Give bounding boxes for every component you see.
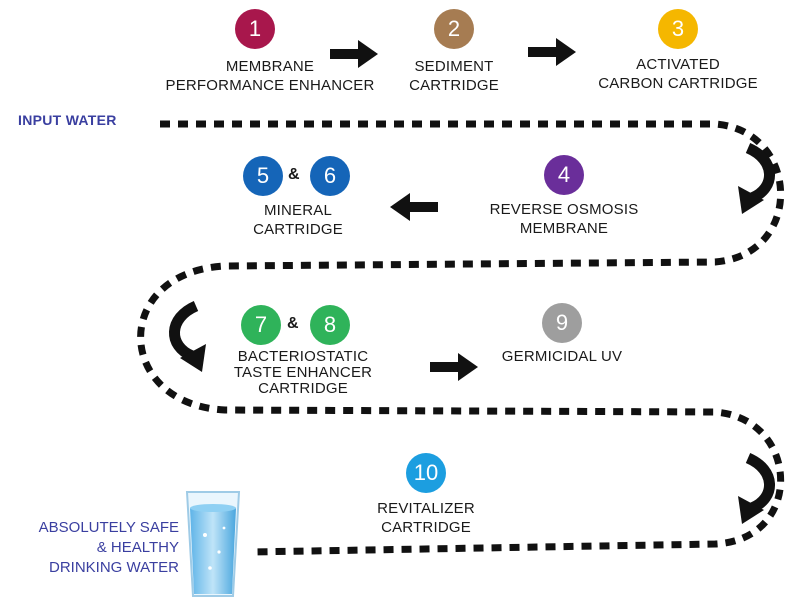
step-3-badge: 3: [658, 9, 698, 49]
water-glass-icon: [185, 491, 241, 597]
step-9-badge: 9: [542, 303, 582, 343]
ampersand-5-6: &: [288, 166, 300, 183]
step-6-badge: 6: [310, 156, 350, 196]
flow-arrow-2-to-3: [528, 38, 576, 66]
step-9-label: GERMICIDAL UV: [501, 348, 623, 365]
step-4-badge: 4: [544, 155, 584, 195]
flow-arrow-1-to-2: [330, 40, 378, 68]
step-2-badge: 2: [434, 9, 474, 49]
step-1-badge: 1: [235, 9, 275, 49]
water-path: [137, 120, 785, 556]
turn-arrow-left: [169, 300, 206, 372]
step-5-badge: 5: [243, 156, 283, 196]
turn-arrow-right-2: [738, 452, 775, 524]
step-7-badge: 7: [241, 305, 281, 345]
flow-arrow-7-8-to-9: [430, 353, 478, 381]
step-10-badge: 10: [406, 453, 446, 493]
input-water-label: INPUT WATER: [18, 112, 117, 128]
ampersand-7-8: &: [287, 315, 299, 332]
turn-arrow-right-1: [738, 142, 775, 214]
step-8-badge: 8: [310, 305, 350, 345]
flow-arrow-4-to-5-6: [390, 193, 438, 221]
